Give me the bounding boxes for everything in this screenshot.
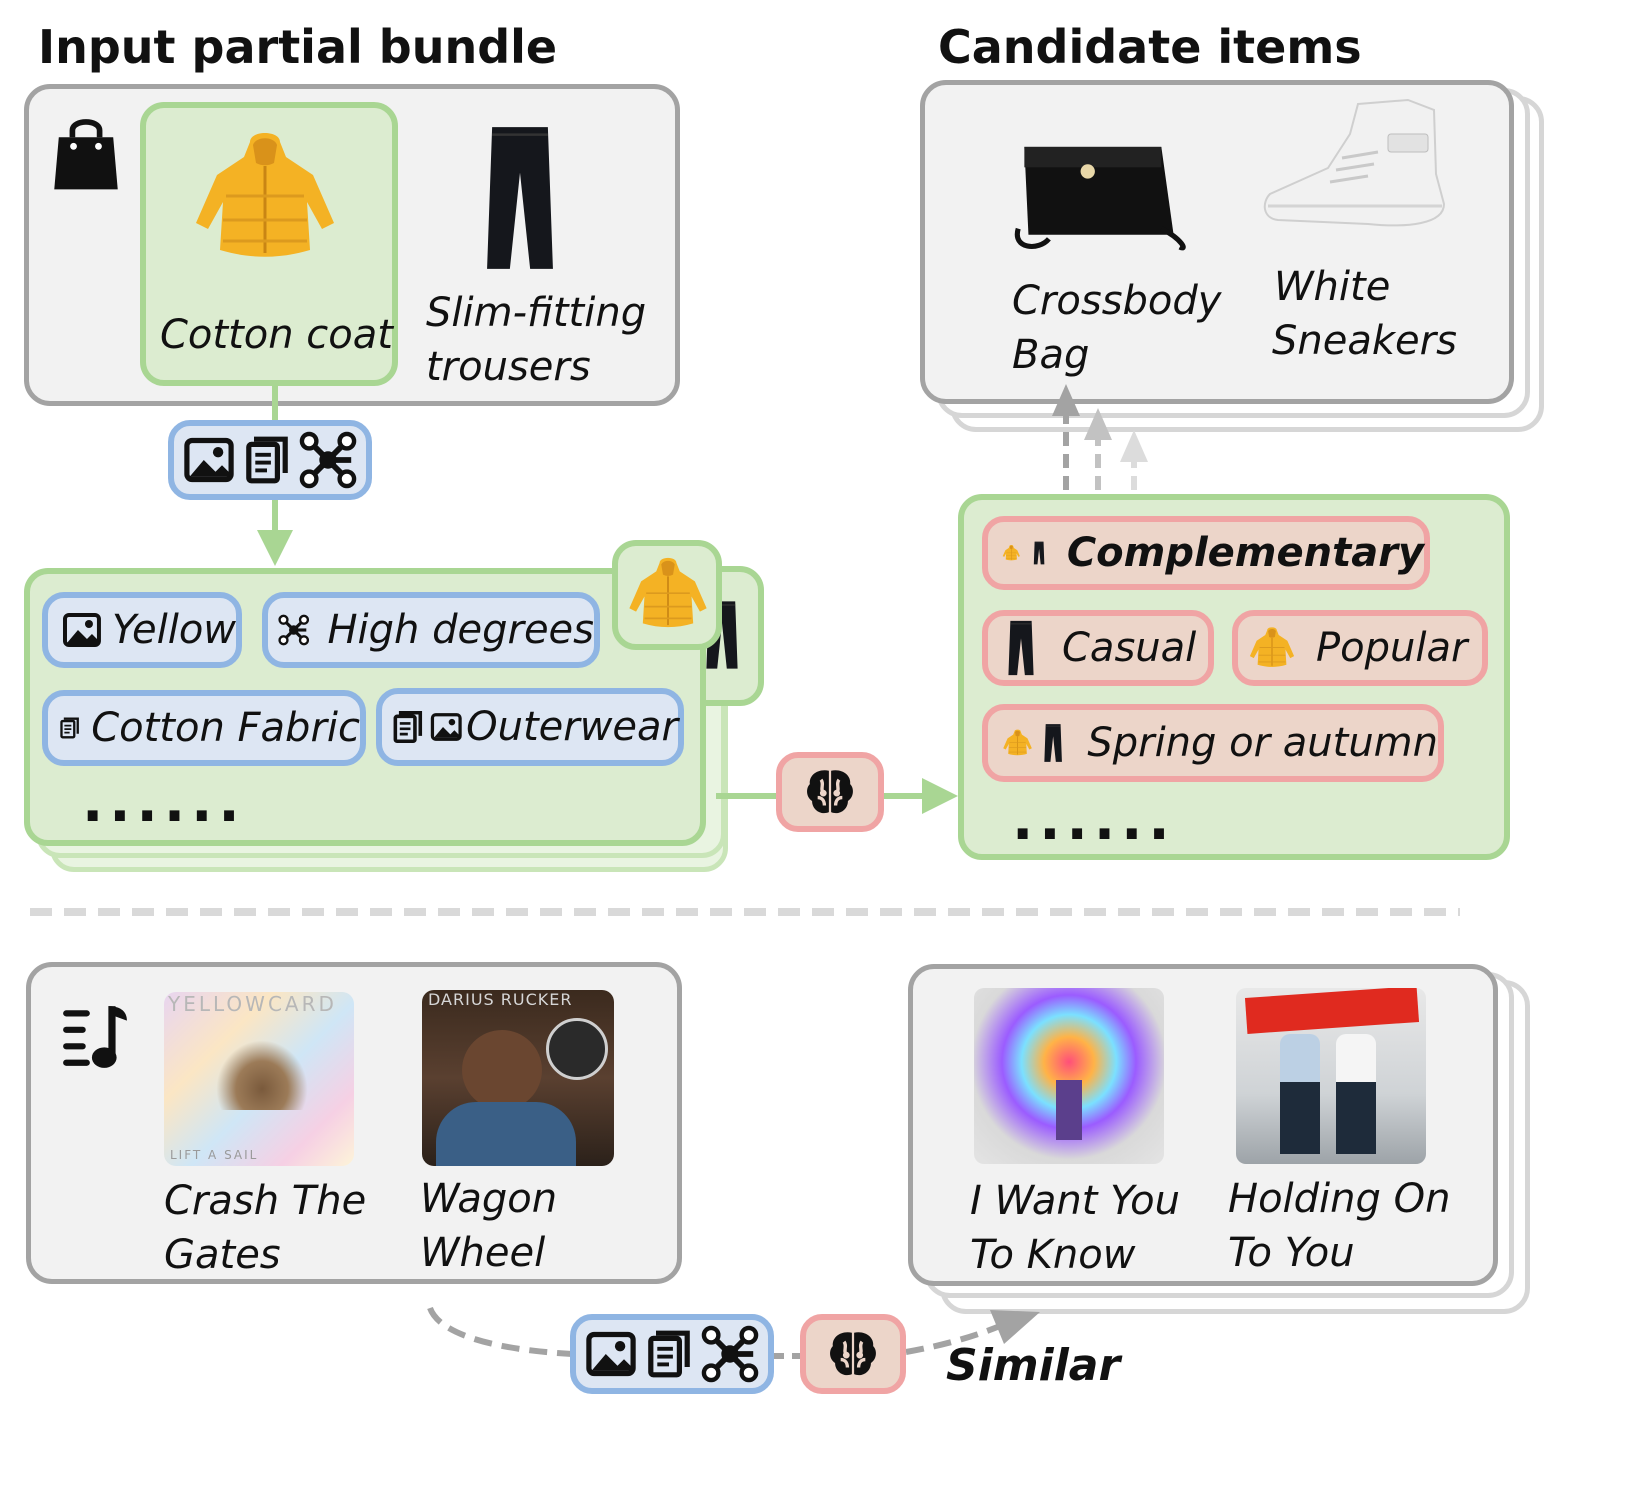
attribute-chip-high-degrees[interactable]: High degrees (262, 592, 600, 668)
attribute-label-cotton-fabric: Cotton Fabric (91, 705, 360, 751)
relation-chip-popular[interactable]: Popular (1232, 610, 1488, 686)
album2-person-shape (462, 1030, 542, 1110)
candidate-label-sneakers-line1: White (1274, 264, 1391, 310)
music-connectors (427, 1306, 1040, 1359)
section-divider (30, 908, 1460, 916)
candidate-label-sneakers-line2: Sneakers (1272, 318, 1457, 364)
album-art-holding-on-to-you (1236, 988, 1426, 1164)
album2-badge-shape (546, 1018, 608, 1080)
album2-title-text: DARIUS RUCKER (428, 990, 573, 1009)
album-art-i-want-you-to-know (974, 988, 1164, 1164)
relation-label-popular: Popular (1316, 625, 1468, 671)
relation-chip-complementary[interactable]: Complementary (982, 516, 1430, 590)
album3-tree-trunk (1056, 1080, 1082, 1140)
song-label-iwant-line1: I Want You (970, 1178, 1180, 1224)
song-label-crash-line1: Crash The (164, 1178, 367, 1224)
song-label-crash-line2: Gates (164, 1232, 281, 1278)
song-label-wagon-line1: Wagon (420, 1176, 558, 1222)
candidate-label-bag-line1: Crossbody (1012, 278, 1222, 324)
llm-reasoning-chip (776, 752, 884, 832)
song-label-iwant-line2: To Know (970, 1232, 1136, 1278)
attribute-label-outerwear: Outerwear (466, 704, 678, 750)
album-art-crash-the-gates: YELLOWCARD LIFT A SAIL (164, 992, 354, 1166)
relations-to-candidates-arrows (1052, 384, 1148, 490)
relation-label-complementary: Complementary (1066, 530, 1424, 576)
relation-label-spring-autumn: Spring or autumn (1087, 720, 1438, 766)
album1-title-text: YELLOWCARD (168, 992, 337, 1016)
relation-label-similar: Similar (946, 1340, 1121, 1391)
album-art-wagon-wheel: DARIUS RUCKER (422, 990, 614, 1166)
heading-candidate-items: Candidate items (938, 20, 1362, 74)
song-label-wagon-line2: Wheel (420, 1230, 546, 1276)
attribute-chip-yellow[interactable]: Yellow (42, 592, 242, 668)
album2-jacket-shape (436, 1102, 576, 1166)
album4-figure-1 (1280, 1034, 1320, 1154)
image-modality-icon (585, 1328, 637, 1380)
attribute-chip-cotton-fabric[interactable]: Cotton Fabric (42, 690, 366, 766)
text-modality-icon (643, 1328, 695, 1380)
relation-chip-casual[interactable]: Casual (982, 610, 1214, 686)
modality-encoder-chip (168, 420, 372, 500)
graph-modality-icon (701, 1325, 759, 1383)
brain-icon (825, 1326, 881, 1382)
heading-input-bundle: Input partial bundle (38, 20, 558, 74)
song-label-holding-line2: To You (1228, 1230, 1355, 1276)
music-modality-encoder-chip (570, 1314, 774, 1394)
album4-red-banner (1244, 988, 1420, 1034)
music-llm-reasoning-chip (800, 1314, 906, 1394)
album1-subtitle-text: LIFT A SAIL (170, 1148, 259, 1162)
fashion-connectors (257, 384, 1148, 814)
item-label-cotton-coat: Cotton coat (160, 312, 393, 358)
relation-chip-spring-autumn[interactable]: Spring or autumn (982, 704, 1444, 782)
album1-ship-shape (216, 1040, 308, 1110)
relation-label-casual: Casual (1062, 625, 1197, 671)
album4-figure-2 (1336, 1034, 1376, 1154)
attribute-label-yellow: Yellow (111, 607, 236, 653)
song-label-holding-line1: Holding On (1228, 1176, 1451, 1222)
playlist-icon (58, 1000, 132, 1072)
item-label-trousers-line1: Slim-fitting (426, 290, 647, 336)
candidate-label-bag-line2: Bag (1012, 332, 1090, 378)
attribute-chip-outerwear[interactable]: Outerwear (376, 688, 684, 766)
attribute-label-high-degrees: High degrees (327, 607, 594, 653)
item-label-trousers-line2: trousers (426, 344, 591, 390)
